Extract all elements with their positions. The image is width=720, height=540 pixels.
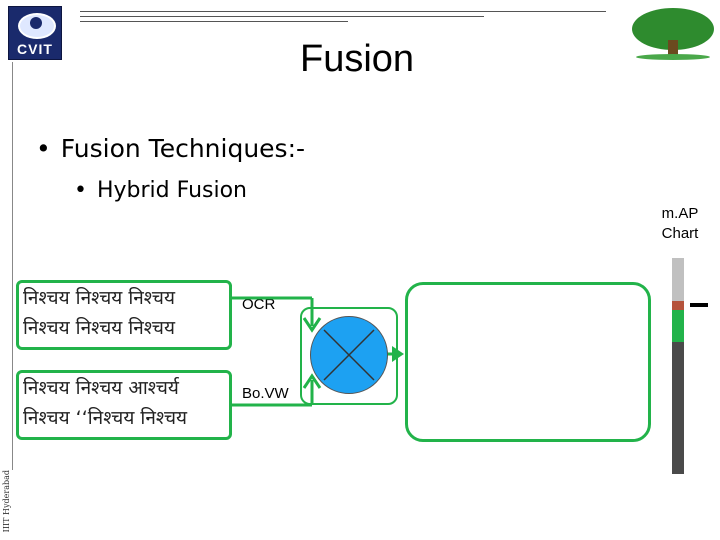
doc-top-line-2: निश्चय निश्चय निश्चय (23, 317, 175, 339)
bovw-arrow-head-icon (302, 373, 322, 389)
bullet-level2: • Hybrid Fusion (74, 178, 247, 203)
pupil-icon (30, 17, 42, 29)
ocr-arrow-head-icon (302, 317, 322, 333)
bullet-level1-text: Fusion Techniques:- (60, 134, 306, 163)
doc-box-top: निश्चय निश्चय निश्चय निश्चय निश्चय निश्च… (16, 280, 232, 350)
header-line-1 (80, 11, 606, 12)
bullet-level2-text: Hybrid Fusion (96, 178, 247, 203)
fusion-cross-icon (310, 316, 388, 394)
map-bar (672, 258, 684, 474)
tree-ground (636, 54, 710, 60)
map-bar-segment-0 (672, 258, 684, 301)
doc-bottom-line-2: निश्चय ‘‘निश्चय निश्चय (23, 407, 188, 429)
map-bar-segment-3 (672, 342, 684, 474)
ocr-label: OCR (242, 296, 276, 313)
bullet-dot-icon: • (74, 178, 87, 203)
map-bar-segment-2 (672, 310, 684, 342)
map-marker (690, 303, 708, 307)
page-title: Fusion (300, 38, 415, 80)
logo-text: CVIT (17, 41, 53, 57)
tree-trunk (668, 40, 678, 58)
cvit-logo: CVIT (8, 6, 62, 60)
output-arrow-head-icon (392, 346, 404, 362)
doc-top-line-1: निश्चय निश्चय निश्चय (23, 287, 175, 309)
chart-label-line1: m.AP (661, 205, 699, 222)
bullet-level1: • Fusion Techniques:- (36, 134, 305, 163)
header-line-3 (80, 21, 348, 22)
result-box (405, 282, 651, 442)
doc-bottom-line-1: निश्चय निश्चय आश्चर्य (23, 377, 179, 399)
header-line-2 (80, 16, 484, 17)
doc-box-bottom: निश्चय निश्चय आश्चर्य निश्चय ‘‘निश्चय नि… (16, 370, 232, 440)
left-rule (12, 62, 13, 470)
map-bar-segment-1 (672, 301, 684, 310)
bullet-dot-icon: • (36, 134, 51, 163)
fusion-node-frame (300, 307, 398, 405)
chart-label-line2: Chart (661, 225, 699, 242)
chart-label: m.AP Chart (648, 204, 712, 244)
bovw-label: Bo.VW (242, 385, 289, 402)
